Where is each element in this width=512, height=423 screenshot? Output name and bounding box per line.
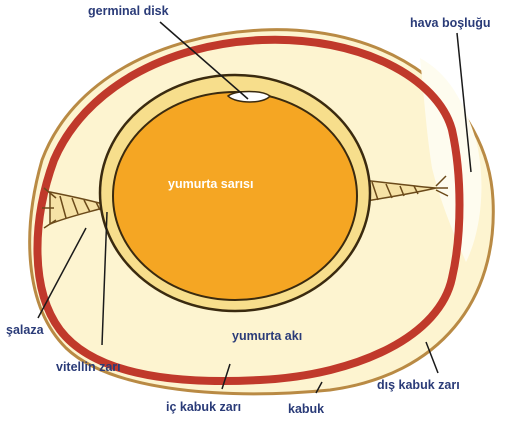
label-yumurta-aki: yumurta akı [232, 329, 302, 343]
label-germinal-disk: germinal disk [88, 4, 169, 18]
label-ic-kabuk-zari: iç kabuk zarı [166, 400, 241, 414]
label-yumurta-sarisi: yumurta sarısı [168, 177, 253, 191]
label-kabuk: kabuk [288, 402, 324, 416]
label-vitellin-zari: vitellin zarı [56, 360, 121, 374]
yolk [113, 92, 357, 300]
germinal-disc [228, 92, 270, 103]
label-salaza: şalaza [6, 323, 45, 337]
label-dis-kabuk-zari: dış kabuk zarı [377, 378, 460, 392]
label-hava-boslugu: hava boşluğu [410, 16, 491, 30]
